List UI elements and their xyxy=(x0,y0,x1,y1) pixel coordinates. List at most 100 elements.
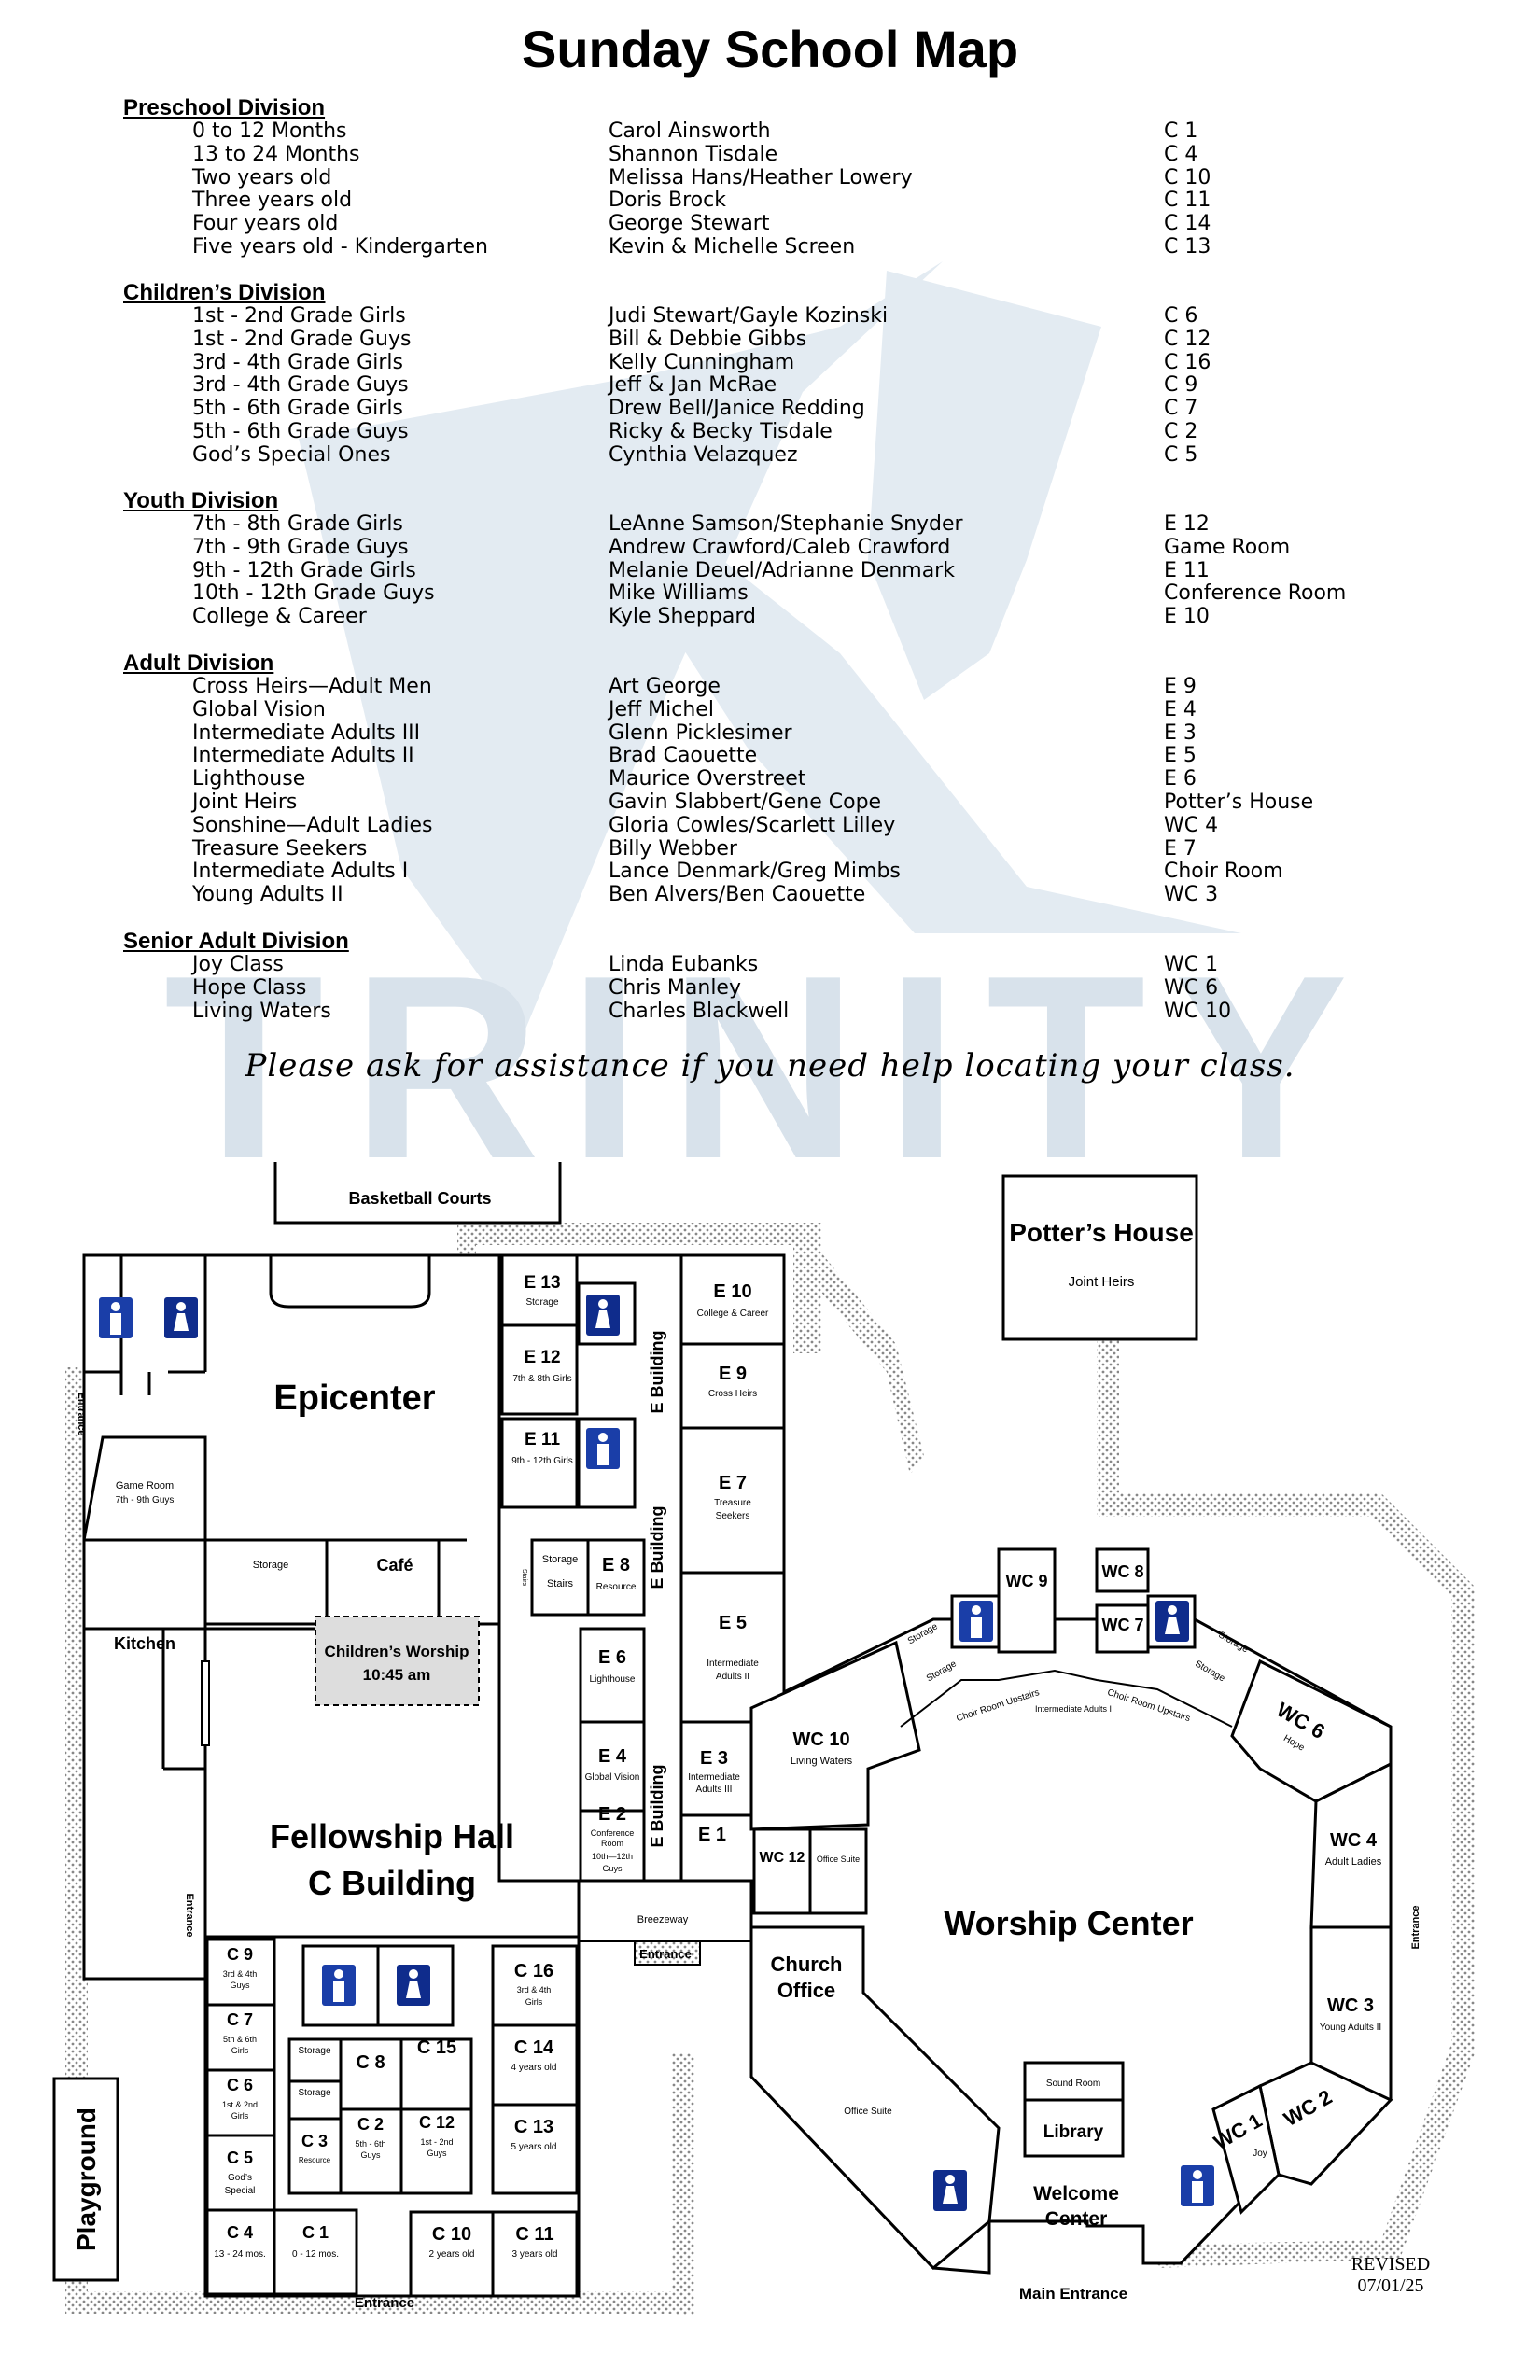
room-name: C 13 xyxy=(1164,235,1211,259)
map-label-epicenter: Epicenter xyxy=(273,1379,435,1418)
map-label-e1: E 1 xyxy=(698,1825,726,1845)
room-name: C 16 xyxy=(1164,350,1211,374)
room-name: Conference Room xyxy=(1164,581,1347,606)
room-name: E 6 xyxy=(1164,767,1197,791)
map-label-e6: E 6 xyxy=(598,1647,626,1668)
teacher-name: Art George xyxy=(609,675,721,698)
room-e2 xyxy=(579,1809,646,1883)
mens-restroom-icon xyxy=(586,1428,620,1469)
map-label-e-building: E Building xyxy=(648,1331,666,1414)
map-label-c12s1: 1st - 2nd xyxy=(420,2137,453,2147)
teacher-name: Maurice Overstreet xyxy=(609,767,806,791)
map-label-wc1s: Joy xyxy=(1253,2149,1267,2159)
room-name: WC 3 xyxy=(1164,883,1219,907)
map-label-entrance: Entrance xyxy=(355,2295,414,2311)
watermark-arrow-shape xyxy=(868,271,1101,700)
map-label-welcome2: Center xyxy=(1045,2208,1108,2230)
teacher-name: Melanie Deuel/Adrianne Denmark xyxy=(609,558,955,582)
map-label-e10s: College & Career xyxy=(697,1309,769,1319)
map-label-storage: Storage xyxy=(542,1554,579,1565)
class-name: 5th - 6th Grade Girls xyxy=(192,397,403,421)
room-e12 xyxy=(500,1323,579,1416)
division-heading: Children’s Division xyxy=(123,280,326,305)
teacher-name: LeAnne Samson/Stephanie Snyder xyxy=(609,512,963,536)
map-label-c7: C 7 xyxy=(227,2010,253,2029)
room-name: E 12 xyxy=(1164,512,1210,536)
class-name: Cross Heirs—Adult Men xyxy=(192,675,432,698)
map-label-wc4s: Adult Ladies xyxy=(1325,1856,1382,1868)
map-label-wc4: WC 4 xyxy=(1330,1830,1378,1851)
map-label-e7: E 7 xyxy=(719,1473,747,1493)
map-label-c9s1: 3rd & 4th xyxy=(223,1969,258,1979)
map-label-basketball: Basketball Courts xyxy=(348,1189,491,1208)
mens-restroom-icon xyxy=(322,1965,356,2006)
map-label-e7s1: Treasure xyxy=(714,1498,751,1508)
map-label-c16s1: 3rd & 4th xyxy=(517,1985,552,1995)
map-label-c3s: Resource xyxy=(299,2156,331,2164)
map-label-e2s4: Guys xyxy=(602,1864,623,1873)
room-name: C 4 xyxy=(1164,142,1198,166)
map-label-e2s3: 10th—12th xyxy=(592,1852,633,1861)
room-e13 xyxy=(500,1253,579,1327)
room-wc10 xyxy=(749,1640,921,1831)
map-label-e11s: 9th - 12th Girls xyxy=(511,1456,573,1466)
teacher-name: Drew Bell/Janice Redding xyxy=(609,397,865,421)
mens-restroom-icon xyxy=(99,1297,133,1338)
teacher-name: Melissa Hans/Heather Lowery xyxy=(609,165,913,189)
map-label-fellowship1: Fellowship Hall xyxy=(270,1817,514,1855)
room-c13 xyxy=(491,2103,579,2195)
room-name: C 1 xyxy=(1164,119,1198,143)
walkway xyxy=(1106,1493,1475,2268)
class-name: College & Career xyxy=(192,605,367,629)
class-name: 0 to 12 Months xyxy=(192,119,347,143)
map-label-e5s2: Adults II xyxy=(716,1672,749,1682)
room-wc8 xyxy=(1095,1547,1150,1593)
class-name: Joint Heirs xyxy=(192,791,298,814)
map-label-storage: Storage xyxy=(298,2088,330,2098)
map-label-e9: E 9 xyxy=(719,1364,747,1384)
map-label-worship-center: Worship Center xyxy=(944,1904,1193,1942)
map-label-c9: C 9 xyxy=(227,1945,253,1964)
room-c10 xyxy=(409,2210,495,2298)
map-label-c5s1: God’s xyxy=(228,2173,252,2183)
revised-label: REVISED xyxy=(1351,2254,1431,2275)
class-name: 3rd - 4th Grade Girls xyxy=(192,350,403,374)
map-label-c7s2: Girls xyxy=(231,2046,249,2055)
map-label-e3s1: Intermediate xyxy=(688,1772,740,1783)
map-label-e-building: E Building xyxy=(648,1506,666,1589)
childrens-worship-room xyxy=(315,1616,480,1706)
map-label-c14s: 4 years old xyxy=(511,2063,557,2073)
room-c11 xyxy=(491,2210,579,2298)
map-label-c9s2: Guys xyxy=(230,1981,250,1990)
revised-stamp: REVISED 07/01/25 xyxy=(1316,2254,1465,2297)
map-label-sound-room: Sound Room xyxy=(1046,2079,1100,2089)
teacher-name: Mike Williams xyxy=(609,581,749,606)
teacher-name: Chris Manley xyxy=(609,975,741,1000)
room-name: C 14 xyxy=(1164,212,1211,236)
map-label-game-room-sub: 7th - 9th Guys xyxy=(116,1495,175,1505)
womens-restroom-icon xyxy=(586,1295,620,1336)
map-label-fellowship2: C Building xyxy=(308,1864,476,1902)
kitchen-window xyxy=(201,1660,210,1746)
map-label-storage: Storage xyxy=(298,2046,330,2056)
teacher-name: Kevin & Michelle Screen xyxy=(609,235,856,259)
interior-walls xyxy=(82,1255,467,1771)
watermark-arrow-shape xyxy=(523,401,1241,933)
room-name: C 7 xyxy=(1164,397,1198,421)
walkway xyxy=(467,1223,793,1245)
room-name: C 2 xyxy=(1164,420,1198,443)
map-label-c14: C 14 xyxy=(514,2037,554,2058)
class-name: Intermediate Adults II xyxy=(192,744,414,768)
map-label-c6s1: 1st & 2nd xyxy=(222,2100,258,2109)
division-heading: Youth Division xyxy=(123,488,279,513)
room-name: WC 6 xyxy=(1164,975,1219,1000)
map-label-c2s2: Guys xyxy=(360,2150,381,2160)
map-label-c13: C 13 xyxy=(514,2117,553,2137)
class-name: Living Waters xyxy=(192,999,331,1023)
teacher-name: Jeff & Jan McRae xyxy=(609,373,777,398)
map-label-storage: Storage xyxy=(253,1560,289,1571)
room-c8 xyxy=(339,2037,403,2111)
teacher-name: Lance Denmark/Greg Mimbs xyxy=(609,860,901,884)
map-label-c8: C 8 xyxy=(356,2052,385,2073)
map-label-c1: C 1 xyxy=(302,2223,329,2242)
